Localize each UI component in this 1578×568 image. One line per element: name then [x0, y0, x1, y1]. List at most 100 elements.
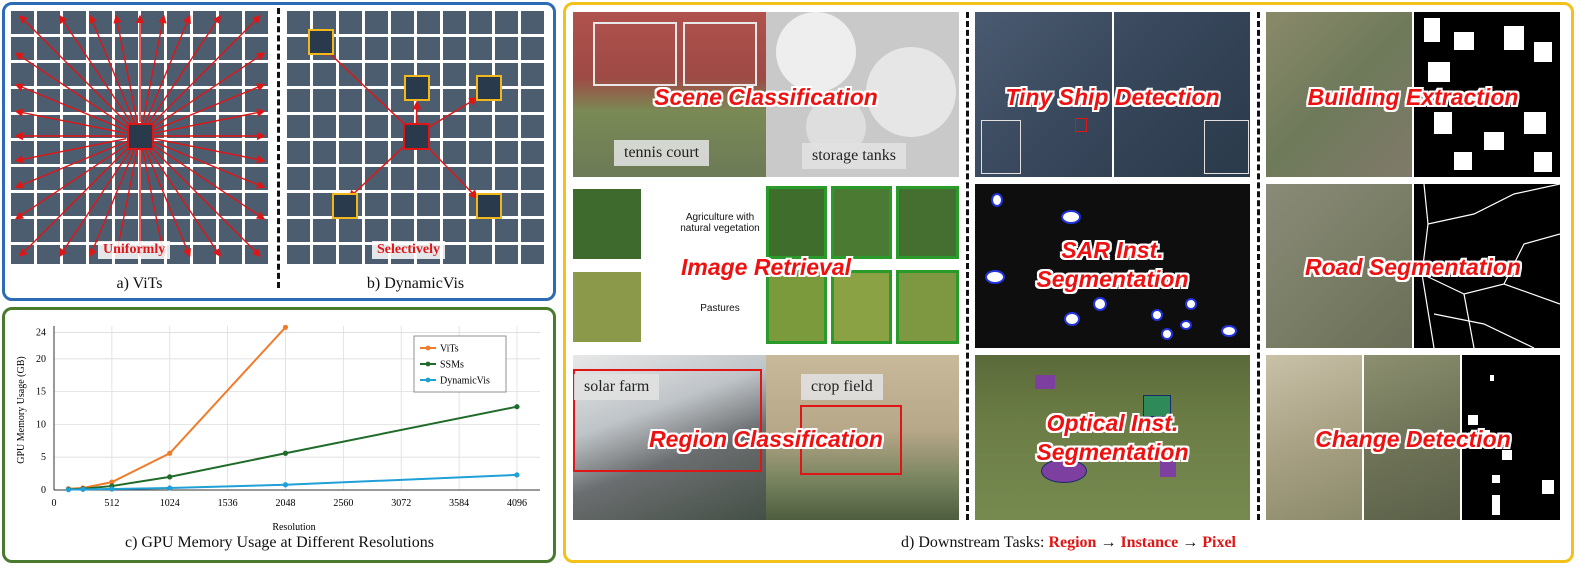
x-tick-label: 1024	[160, 498, 180, 509]
vit-arrow	[142, 14, 167, 123]
sar-instance-masks	[985, 193, 1237, 340]
image-retrieval-area	[573, 184, 959, 348]
vit-arrow	[14, 108, 127, 134]
agriculture-label-2: natural vegetation	[680, 223, 760, 234]
caption-a: a) ViTs	[116, 275, 163, 292]
road-mask	[1414, 184, 1560, 348]
change-before-image	[1266, 355, 1362, 520]
task-optical-inst-1: Optical Inst.	[1046, 410, 1179, 436]
d-divider-2	[1257, 12, 1260, 520]
legend-marker	[425, 377, 431, 383]
panel-gpu-memory	[2, 307, 556, 563]
x-tick-label: 2048	[275, 498, 295, 509]
caption-c: c) GPU Memory Usage at Different Resolut…	[125, 534, 434, 551]
task-tiny-ship-detection: Tiny Ship Detection	[1005, 84, 1220, 110]
x-tick-label: 0	[52, 498, 57, 509]
vit-arrow	[147, 14, 221, 125]
legend-label: DynamicVis	[440, 376, 490, 387]
task-building-extraction: Building Extraction	[1307, 84, 1519, 110]
caption-d-instance: Instance	[1120, 534, 1179, 551]
task-road-segmentation: Road Segmentation	[1305, 254, 1521, 280]
caption-d-region: Region	[1048, 534, 1097, 551]
y-tick-label: 0	[41, 485, 46, 496]
vit-arrow	[152, 83, 266, 132]
tennis-court-label: tennis court	[614, 140, 710, 166]
solar-farm-label: solar farm	[574, 374, 660, 400]
caption-d: d) Downstream Tasks: Region → Instance →…	[563, 534, 1574, 552]
change-mask	[1462, 355, 1560, 520]
panel-downstream-tasks	[563, 2, 1574, 563]
pastures-label: Pastures	[700, 303, 740, 314]
x-tick-label: 3072	[391, 498, 411, 509]
x-axis-label: Resolution	[272, 522, 315, 533]
vit-arrow	[14, 140, 128, 189]
x-tick-label: 1536	[218, 498, 238, 509]
data-point-dynamicvis	[514, 472, 520, 478]
vit-arrow	[147, 147, 221, 258]
panel-vit-vs-dynamicvis	[2, 2, 556, 301]
selectively-label: Selectively	[372, 241, 445, 259]
x-tick-label: 2560	[333, 498, 353, 509]
change-after-image	[1364, 355, 1460, 520]
caption-b: b) DynamicVis	[366, 275, 465, 292]
data-point-vits	[109, 479, 115, 485]
d-divider-1	[966, 12, 969, 520]
data-point-dynamicvis	[167, 485, 173, 491]
data-point-dynamicvis	[282, 482, 289, 488]
task-sar-inst-1: SAR Inst.	[1061, 237, 1164, 263]
data-point-ssms	[514, 404, 520, 410]
vit-arrow	[89, 14, 136, 124]
y-tick-label: 20	[36, 354, 46, 365]
legend-marker	[425, 345, 431, 351]
task-change-detection: Change Detection	[1315, 426, 1511, 452]
vit-uniform-arrows	[14, 14, 266, 258]
y-tick-label: 5	[41, 452, 46, 463]
vit-arrow	[149, 145, 261, 257]
task-image-retrieval: Image Retrieval	[680, 254, 852, 280]
vit-arrow	[144, 148, 191, 258]
vit-arrow	[14, 143, 129, 220]
vit-arrow	[14, 52, 129, 129]
task-optical-inst-2: Segmentation	[1036, 439, 1189, 465]
vit-arrow	[19, 145, 131, 257]
caption-d-prefix: d) Downstream Tasks:	[901, 534, 1049, 551]
data-point-ssms	[282, 450, 289, 456]
agriculture-label-1: Agriculture with	[685, 212, 755, 223]
vit-arrow	[149, 15, 261, 127]
vit-arrow	[153, 138, 266, 164]
crop-field-label: crop field	[801, 374, 883, 400]
legend-label: ViTs	[440, 344, 459, 355]
x-tick-label: 4096	[507, 498, 527, 509]
vit-arrow	[144, 14, 191, 124]
building-mask	[1414, 12, 1560, 177]
optical-image	[975, 355, 1250, 520]
uniformly-label: Uniformly	[98, 241, 171, 259]
ab-divider	[277, 8, 280, 288]
road-image	[1266, 184, 1412, 348]
x-tick-label: 512	[104, 498, 119, 509]
vit-arrow	[89, 148, 136, 258]
y-tick-label: 24	[36, 328, 46, 339]
caption-d-pixel: Pixel	[1202, 534, 1236, 551]
crop-field-box	[800, 405, 902, 475]
data-point-dynamicvis	[109, 486, 115, 492]
vit-arrow	[113, 14, 138, 123]
dynamicvis-selective-arrows	[308, 29, 502, 219]
vit-arrow	[59, 14, 133, 125]
data-point-vits	[167, 450, 173, 456]
vit-arrow	[151, 143, 266, 220]
building-image	[1266, 12, 1412, 177]
data-point-dynamicvis	[65, 487, 72, 493]
series-line-vits	[68, 326, 287, 490]
task-region-classification: Region Classification	[649, 426, 883, 452]
vit-arrow	[14, 83, 128, 132]
caption-d-arrow-2: →	[1178, 534, 1203, 551]
storage-tanks-label: storage tanks	[802, 143, 906, 169]
vit-arrow	[14, 138, 127, 164]
y-tick-label: 15	[36, 387, 46, 398]
solar-farm-box	[573, 369, 762, 472]
legend-marker	[425, 361, 431, 367]
vit-arrow	[59, 147, 133, 258]
data-point-vits	[282, 324, 289, 330]
